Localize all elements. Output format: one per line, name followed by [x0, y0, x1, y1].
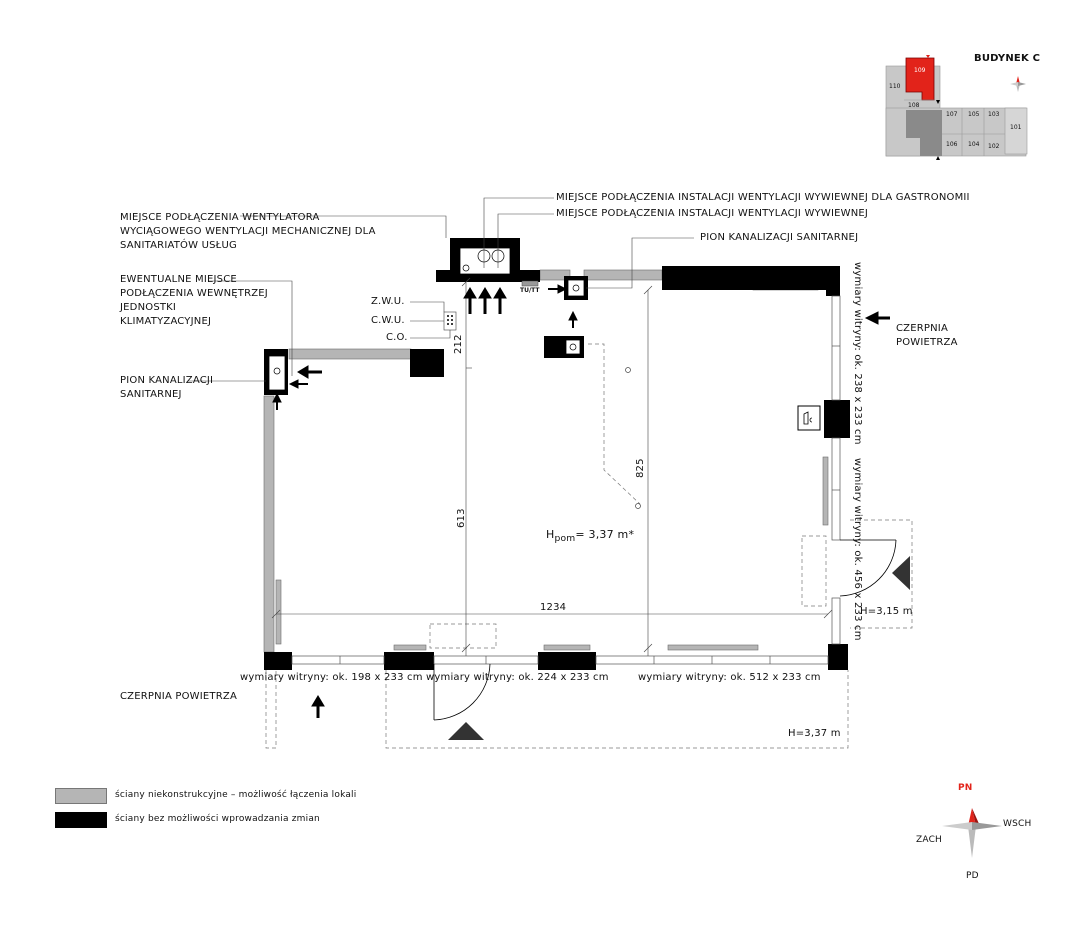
callout-ac-1: EWENTUALNE MIEJSCE: [120, 274, 237, 285]
unit-105: 105: [968, 111, 980, 118]
label-tu-tt: TU/TT: [520, 287, 540, 294]
callout-air-intake-bottom: CZERPNIA POWIETRZA: [120, 691, 237, 702]
height-bottom: H=3,37 m: [788, 728, 841, 739]
callout-ac-3: JEDNOSTKI: [120, 302, 177, 313]
nonstructural-walls: [263, 269, 829, 653]
unit-103: 103: [988, 111, 1000, 118]
unit-102: 102: [988, 143, 1000, 150]
unit-101: 101: [1010, 124, 1022, 131]
callout-fan-2: WYCIĄGOWEGO WENTYLACJI MECHANICZNEJ DLA: [120, 226, 376, 237]
callout-ac-2: PODŁĄCZENIA WEWNĘTRZEJ: [120, 288, 268, 299]
key-plan: [885, 55, 1028, 160]
callout-fan-3: SANITARIATÓW USŁUG: [120, 240, 237, 251]
unit-107: 107: [946, 111, 958, 118]
compass-north: PN: [958, 783, 973, 793]
fire-extinguisher-icon: [797, 405, 821, 431]
callout-exhaust-vent: MIEJSCE PODŁĄCZENIA INSTALACJI WENTYLACJ…: [556, 208, 869, 219]
unit-109: 109: [914, 67, 926, 74]
unit-104: 104: [968, 141, 980, 148]
unit-106: 106: [946, 141, 958, 148]
entrance-marker-right: [892, 556, 910, 590]
callout-fan-1: MIEJSCE PODŁĄCZENIA WENTYLATORA: [120, 212, 320, 223]
legend-swatch-gray: [55, 788, 107, 804]
unit-110: 110: [889, 83, 901, 90]
dimension-613: 613: [456, 508, 467, 528]
callout-sewer-left-1: PION KANALIZACJI: [120, 375, 214, 386]
window-dim-bottom-left: wymiary witryny: ok. 198 x 233 cm: [240, 672, 423, 683]
compass-east: WSCH: [1003, 819, 1032, 829]
callout-sewer-top: PION KANALIZACJI SANITARNEJ: [700, 232, 859, 243]
window-dim-right-top: wymiary witryny: ok. 238 x 233 cm: [852, 262, 863, 445]
doors: [433, 539, 897, 721]
unit-108: 108: [908, 102, 920, 109]
legend-structural: ściany bez możliwości wprowadzania zmian: [115, 814, 320, 824]
airflow-arrows: [272, 284, 890, 718]
entrance-marker-bottom: [448, 722, 484, 740]
compass-icon: [942, 808, 1002, 858]
dimension-1234: 1234: [540, 602, 567, 613]
callout-air-intake-right-2: POWIETRZA: [896, 337, 958, 348]
dimension-212: 212: [453, 334, 464, 354]
label-cwu: C.W.U.: [371, 315, 405, 326]
legend-swatch-black: [55, 812, 107, 828]
height-right: H=3,15 m: [860, 606, 913, 617]
building-title: BUDYNEK C: [974, 53, 1041, 64]
callout-sewer-left-2: SANITARNEJ: [120, 389, 182, 400]
callout-gastro-vent: MIEJSCE PODŁĄCZENIA INSTALACJI WENTYLACJ…: [556, 192, 970, 203]
mini-compass-icon: [1010, 76, 1026, 92]
dimension-825: 825: [635, 458, 646, 478]
callout-air-intake-right-1: CZERPNIA: [896, 323, 949, 334]
window-dim-right-bottom: wymiary witryny: ok. 456 x 233 cm: [852, 458, 863, 641]
compass-south: PD: [966, 871, 979, 881]
legend-nonstructural: ściany niekonstrukcyjne – możliwość łącz…: [115, 790, 357, 800]
window-dim-bottom-mid: wymiary witryny: ok. 224 x 233 cm: [426, 672, 609, 683]
compass-west: ZACH: [916, 835, 943, 845]
window-dim-bottom-right: wymiary witryny: ok. 512 x 233 cm: [638, 672, 821, 683]
leader-lines: [188, 197, 694, 382]
label-co: C.O.: [386, 332, 408, 343]
callout-ac-4: KLIMATYZACYJNEJ: [120, 316, 212, 327]
label-zwu: Z.W.U.: [371, 296, 405, 307]
dimension-lines: [271, 277, 833, 656]
room-height: Hpom= 3,37 m*: [546, 528, 635, 545]
